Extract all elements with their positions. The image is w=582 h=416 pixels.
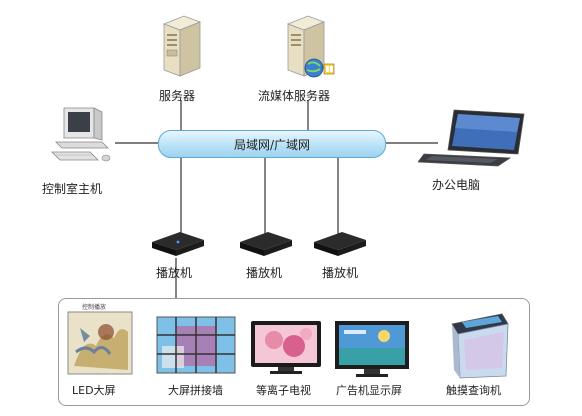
media-server-icon	[286, 15, 335, 78]
player-box-3	[312, 230, 368, 264]
player-box-2	[238, 230, 294, 264]
ad-display-icon	[335, 321, 409, 377]
control-host-node	[46, 104, 116, 170]
ad-display	[334, 320, 410, 382]
office-pc-node	[417, 108, 530, 172]
plasma-tv-icon	[251, 321, 321, 374]
touch-kiosk-label: 触摸查询机	[446, 384, 501, 397]
touch-kiosk	[448, 310, 512, 384]
video-wall-icon	[156, 316, 236, 374]
media-player-icon	[152, 232, 204, 256]
ad-display-label: 广告机显示屏	[336, 384, 402, 397]
server-node	[158, 10, 204, 86]
video-wall-label: 大屏拼接墙	[168, 384, 223, 397]
led-screen-tag: 控制播放	[80, 302, 109, 311]
server-label: 服务器	[159, 89, 196, 103]
network-bus: 局域网/广域网	[158, 130, 386, 158]
video-wall	[156, 316, 236, 378]
player-label-2: 播放机	[246, 266, 283, 280]
player-label-3: 播放机	[322, 266, 359, 280]
media-server-label: 流媒体服务器	[258, 89, 331, 103]
touch-kiosk-icon	[451, 313, 509, 379]
led-screen: 控制播放	[66, 302, 138, 382]
server-icon	[162, 15, 202, 77]
led-screen-icon	[67, 311, 133, 375]
player-box-1	[150, 230, 206, 264]
network-bus-label: 局域网/广域网	[233, 137, 311, 152]
player-label-1: 播放机	[156, 266, 193, 280]
desktop-computer-icon	[51, 107, 111, 162]
led-screen-label: LED大屏	[72, 384, 116, 397]
media-server-node	[282, 10, 342, 86]
media-player-icon	[314, 232, 366, 256]
plasma-tv	[250, 320, 322, 380]
office-pc-label: 办公电脑	[432, 178, 481, 192]
plasma-tv-label: 等离子电视	[256, 384, 311, 397]
laptop-icon	[417, 109, 525, 167]
media-player-icon	[240, 232, 292, 256]
control-host-label: 控制室主机	[42, 182, 103, 196]
